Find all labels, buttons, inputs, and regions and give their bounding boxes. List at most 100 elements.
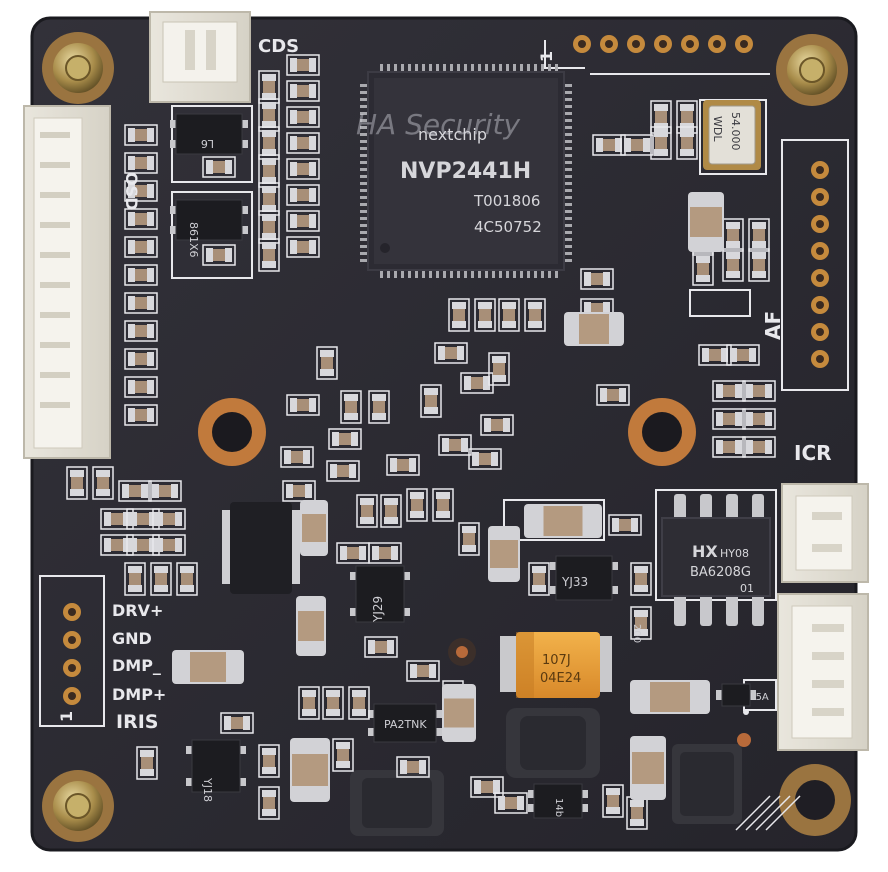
smd-body xyxy=(297,189,309,201)
chip-pin xyxy=(562,161,572,164)
smd-pad xyxy=(600,388,607,402)
smd-pad xyxy=(180,585,194,592)
sot-lead xyxy=(610,586,618,594)
smd-pad xyxy=(634,585,648,592)
smd-pad xyxy=(332,432,339,446)
smd-body xyxy=(263,109,275,121)
smd-body xyxy=(297,85,309,97)
smd-pad xyxy=(532,566,546,573)
chip-pin xyxy=(562,126,572,129)
smd-body xyxy=(263,165,275,177)
smd-pad xyxy=(603,272,610,286)
watermark: HA Security xyxy=(356,108,521,141)
osd-pin xyxy=(40,342,70,348)
chip-pin xyxy=(387,268,390,278)
smd-body xyxy=(631,139,643,151)
smd-body xyxy=(463,533,475,545)
smd-pad xyxy=(409,458,416,472)
smd-body xyxy=(373,401,385,413)
smd-pad xyxy=(320,369,334,376)
smd-body xyxy=(603,139,615,151)
smd-pad xyxy=(262,748,276,755)
chip-pin xyxy=(464,64,467,74)
smd-pad xyxy=(262,158,276,165)
osd-pin xyxy=(40,402,70,408)
smd-pad xyxy=(478,302,492,309)
smd-pad xyxy=(528,302,542,309)
chip-pin xyxy=(360,224,370,227)
chip-pin xyxy=(562,175,572,178)
smd-outline xyxy=(286,394,320,416)
chip-pin xyxy=(360,245,370,248)
smd-pad xyxy=(631,518,638,532)
smd-pad xyxy=(147,128,154,142)
cap-body xyxy=(490,540,518,568)
smd-body xyxy=(303,697,315,709)
smd-pad xyxy=(128,212,135,226)
smd-body xyxy=(449,439,461,451)
smd-pad xyxy=(680,104,694,111)
smd-body xyxy=(631,807,643,819)
chip-pin xyxy=(360,182,370,185)
smd-pad xyxy=(749,348,756,362)
chip-pin xyxy=(380,64,383,74)
mark-u7: L5A xyxy=(750,692,769,703)
via-ring-left xyxy=(198,398,266,466)
smd-pad xyxy=(243,716,250,730)
sot-lead xyxy=(402,572,410,580)
smd-pad xyxy=(224,716,231,730)
smd-pad xyxy=(309,162,316,176)
smd-body xyxy=(263,193,275,205)
smd-pad xyxy=(128,585,142,592)
smd-pad xyxy=(502,321,516,328)
label-icr: ICR xyxy=(794,441,832,465)
smd-body xyxy=(129,485,141,497)
smd-outline xyxy=(368,390,390,424)
smd-pad xyxy=(262,790,276,797)
smd-body xyxy=(163,513,175,525)
smd-body xyxy=(263,797,275,809)
chip-pin xyxy=(562,168,572,171)
smd-outline xyxy=(712,380,746,402)
smd-pad xyxy=(716,412,723,426)
sot-lead xyxy=(434,710,442,718)
chip-pin xyxy=(436,64,439,74)
smd-pad xyxy=(372,546,379,560)
smd-pad xyxy=(517,796,524,810)
sot-lead xyxy=(550,586,558,594)
smd-body xyxy=(297,215,309,227)
smd-outline xyxy=(748,248,770,282)
tantalum-line-2: 04E24 xyxy=(540,671,581,686)
smd-body xyxy=(297,241,309,253)
smd-pad xyxy=(352,709,366,716)
cap-body xyxy=(543,506,583,536)
chip-pin xyxy=(562,105,572,108)
smd-outline xyxy=(124,292,158,314)
smd-outline xyxy=(386,454,420,476)
smd-body xyxy=(437,499,449,511)
smd-pad xyxy=(104,538,111,552)
smd-body xyxy=(135,269,147,281)
iris-pad-hole xyxy=(68,608,76,616)
chip-pin xyxy=(562,98,572,101)
smd-pad xyxy=(128,566,142,573)
cap-body xyxy=(292,754,328,786)
smd-pad xyxy=(147,296,154,310)
smd-pad xyxy=(492,356,506,363)
smd-pad xyxy=(765,412,772,426)
driver-pin xyxy=(726,494,738,522)
smd-pad xyxy=(140,750,154,757)
sot-body xyxy=(555,555,613,601)
smd-body xyxy=(503,309,515,321)
chip-pin xyxy=(360,217,370,220)
smd-pad xyxy=(175,512,182,526)
chip-pin xyxy=(513,64,516,74)
sot-lead xyxy=(368,728,376,736)
smd-pad xyxy=(424,407,438,414)
label-cds: CDS xyxy=(258,36,299,57)
top-pad-hole xyxy=(605,40,613,48)
chip-model: NVP2441H xyxy=(400,159,531,184)
smd-outline xyxy=(580,268,614,290)
smd-body xyxy=(263,755,275,767)
smd-outline xyxy=(434,342,468,364)
